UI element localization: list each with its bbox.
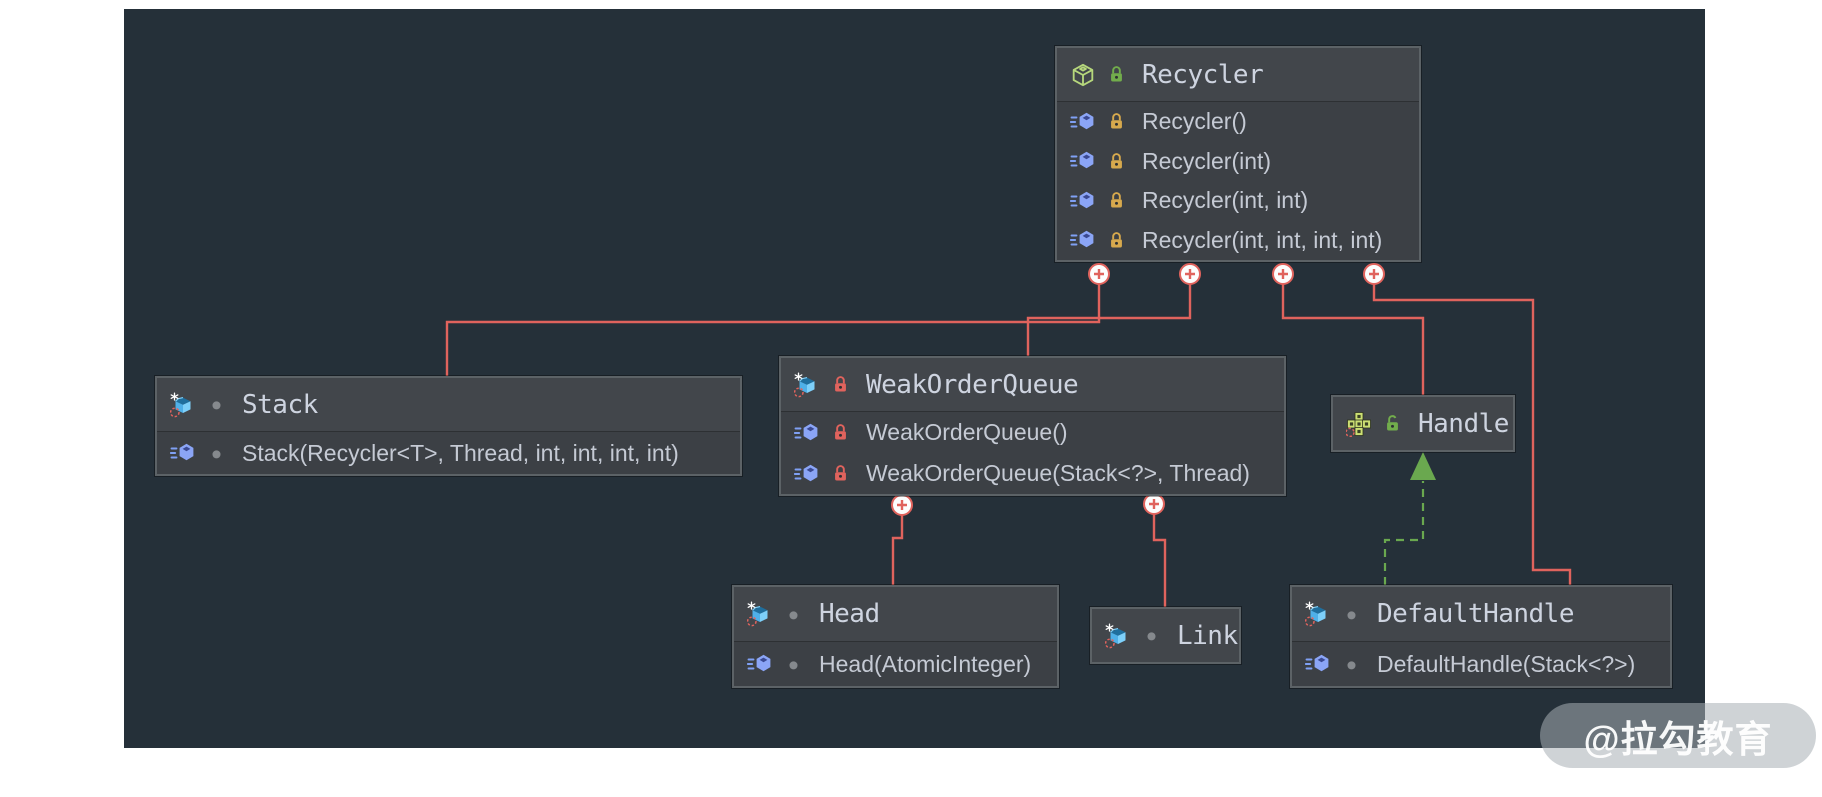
- green-open-lock-icon: [1382, 413, 1403, 434]
- method-label: DefaultHandle(Stack<?>): [1377, 650, 1636, 677]
- gray-dot-icon: [783, 654, 804, 675]
- method-label: Recycler(int, int, int, int): [1142, 226, 1383, 253]
- gray-dot-icon: [783, 604, 804, 625]
- static-class-icon: [170, 392, 196, 418]
- method-row[interactable]: Stack(Recycler<T>, Thread, int, int, int…: [157, 432, 740, 474]
- method-icon: [1070, 227, 1096, 253]
- method-row[interactable]: Recycler(int, int): [1057, 181, 1419, 221]
- method-icon: [1070, 109, 1096, 135]
- method-row[interactable]: WeakOrderQueue(Stack<?>, Thread): [781, 453, 1284, 494]
- interface-node-handle[interactable]: Handle: [1331, 395, 1515, 452]
- method-label: Head(AtomicInteger): [819, 650, 1032, 677]
- watermark-badge: @拉勾教育: [1540, 703, 1816, 768]
- class-title: Recycler: [1142, 59, 1264, 90]
- gray-dot-icon: [1341, 604, 1362, 625]
- method-row[interactable]: Recycler(int): [1057, 142, 1419, 182]
- class-title-row[interactable]: Link: [1092, 609, 1239, 662]
- yellow-lock-icon: [1106, 190, 1127, 211]
- class-node-head[interactable]: Head Head(AtomicInteger): [732, 585, 1059, 688]
- class-title-row[interactable]: Head: [734, 587, 1057, 642]
- class-title-row[interactable]: Recycler: [1057, 48, 1419, 102]
- static-class-icon: [747, 601, 773, 627]
- class-icon: [1070, 62, 1096, 88]
- method-label: Stack(Recycler<T>, Thread, int, int, int…: [242, 439, 679, 466]
- class-title-row[interactable]: Stack: [157, 378, 740, 432]
- gray-dot-icon: [1141, 625, 1162, 646]
- method-icon: [1070, 148, 1096, 174]
- method-row[interactable]: Recycler(): [1057, 102, 1419, 142]
- method-row[interactable]: Head(AtomicInteger): [734, 642, 1057, 686]
- method-icon: [794, 461, 820, 487]
- method-label: WeakOrderQueue(): [866, 419, 1068, 445]
- method-icon: [1070, 188, 1096, 214]
- red-lock-icon: [830, 463, 851, 484]
- red-lock-icon: [830, 422, 851, 443]
- yellow-lock-icon: [1106, 151, 1127, 172]
- gray-dot-icon: [206, 394, 227, 415]
- method-icon: [747, 651, 773, 677]
- static-class-icon: [794, 372, 820, 398]
- method-label: Recycler(int): [1142, 147, 1272, 174]
- class-title-row[interactable]: Handle: [1333, 397, 1513, 450]
- method-row[interactable]: DefaultHandle(Stack<?>): [1292, 642, 1670, 686]
- method-label: Recycler(): [1142, 108, 1247, 135]
- method-icon: [794, 420, 820, 446]
- static-class-icon: [1305, 601, 1331, 627]
- class-title-row[interactable]: WeakOrderQueue: [781, 358, 1284, 412]
- yellow-lock-icon: [1106, 111, 1127, 132]
- watermark-text: @拉勾教育: [1583, 718, 1773, 760]
- class-title: Handle: [1418, 408, 1509, 439]
- method-row[interactable]: WeakOrderQueue(): [781, 412, 1284, 453]
- method-icon: [1305, 651, 1331, 677]
- gray-dot-icon: [206, 443, 227, 464]
- class-title-row[interactable]: DefaultHandle: [1292, 587, 1670, 642]
- method-label: Recycler(int, int): [1142, 187, 1309, 214]
- class-node-link[interactable]: Link: [1090, 607, 1241, 664]
- method-row[interactable]: Recycler(int, int, int, int): [1057, 221, 1419, 261]
- class-node-stack[interactable]: Stack Stack(Recycler<T>, Thread, int, in…: [155, 376, 742, 476]
- method-icon: [170, 440, 196, 466]
- class-node-weakorderqueue[interactable]: WeakOrderQueue WeakOrderQueue() WeakOrde…: [779, 356, 1286, 496]
- class-title: Head: [819, 599, 880, 629]
- class-title: DefaultHandle: [1377, 599, 1575, 629]
- class-node-recycler[interactable]: Recycler Recycler() Recycler(int) Recycl…: [1055, 46, 1421, 262]
- yellow-lock-icon: [1106, 230, 1127, 251]
- class-title: Link: [1177, 620, 1238, 651]
- static-class-icon: [1105, 623, 1131, 649]
- interface-icon: [1346, 411, 1372, 437]
- gray-dot-icon: [1341, 654, 1362, 675]
- green-lock-icon: [1106, 64, 1127, 85]
- method-label: WeakOrderQueue(Stack<?>, Thread): [866, 460, 1250, 486]
- class-title: Stack: [242, 389, 318, 420]
- class-node-defaulthandle[interactable]: DefaultHandle DefaultHandle(Stack<?>): [1290, 585, 1672, 688]
- class-title: WeakOrderQueue: [866, 369, 1079, 400]
- red-lock-icon: [830, 374, 851, 395]
